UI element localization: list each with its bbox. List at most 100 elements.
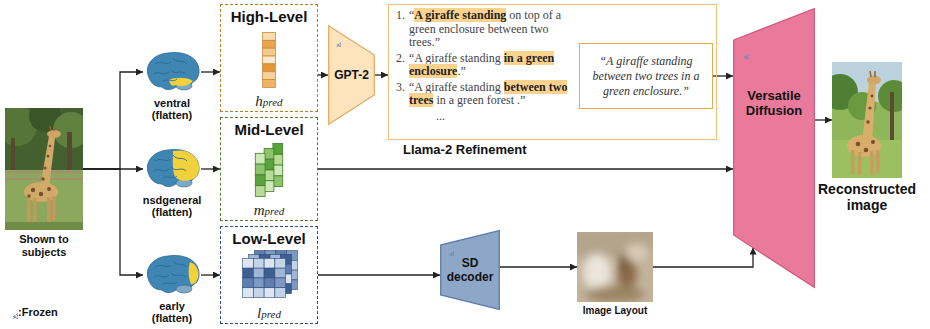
drawn-path <box>147 255 199 292</box>
drawn-circle <box>27 194 30 197</box>
drawn-rect <box>273 144 283 155</box>
drawn-rect <box>253 288 264 298</box>
level-title: Mid-Level <box>234 121 303 139</box>
connector-arrow <box>318 168 733 169</box>
drawn-ellipse <box>619 252 627 272</box>
frozen-module: SD decoder <box>440 230 500 310</box>
drawn-circle <box>43 166 46 169</box>
drawn-polygon <box>862 82 876 142</box>
drawn-circle <box>868 106 871 109</box>
drawn-circle <box>49 145 52 148</box>
drawn-rect <box>253 278 264 288</box>
drawn-use <box>450 252 454 257</box>
trapezoid-shape <box>733 8 815 288</box>
drawn-ellipse <box>583 254 611 290</box>
drawn-rect <box>858 152 862 175</box>
drawn-line <box>50 126 51 131</box>
drawn-rect <box>255 186 265 197</box>
list-number: 2. <box>396 52 409 79</box>
drawn-circle <box>856 142 861 147</box>
caption-list: 1.“A giraffe standing on top of a green … <box>396 9 576 125</box>
drawn-rect <box>263 32 276 40</box>
list-number: 1. <box>396 9 409 50</box>
drawn-path <box>169 78 193 86</box>
drawn-ellipse <box>47 130 61 138</box>
giraffe-picture <box>5 108 83 230</box>
frozen-icon <box>738 48 749 59</box>
drawn-rect <box>273 154 283 165</box>
connector-arrow <box>83 72 143 169</box>
drawn-rect <box>263 80 276 88</box>
caption-row: ... <box>396 110 576 124</box>
drawn-polygon <box>441 231 500 310</box>
drawn-rect <box>890 92 894 140</box>
drawn-rect <box>264 268 275 278</box>
image-caption: Reconstructed image <box>815 181 919 213</box>
brain-roi: early (flatten) <box>143 253 201 297</box>
drawn-rect <box>255 175 265 186</box>
drawn-rect <box>263 48 276 56</box>
connector-arrow <box>83 169 143 275</box>
drawn-line <box>53 126 55 131</box>
drawn-circle <box>47 187 51 191</box>
drawn-circle <box>41 177 45 181</box>
drawn-g <box>577 232 653 302</box>
drawn-rect <box>264 148 274 159</box>
drawn-rect <box>253 258 264 268</box>
drawn-circle <box>866 120 870 124</box>
connector-arrow <box>375 74 388 75</box>
caption-text: “A giraffe standing on top of a green en… <box>409 9 576 50</box>
drawn-ellipse <box>585 286 645 302</box>
drawn-path <box>147 149 199 186</box>
drawn-rect <box>243 288 254 298</box>
drawn-rect <box>243 278 254 288</box>
drawn-rect <box>264 258 275 268</box>
drawn-use <box>745 54 749 59</box>
frozen-icon <box>444 246 454 256</box>
image-caption: Image Layout <box>565 305 665 317</box>
drawn-line <box>870 71 871 77</box>
drawn-rect <box>263 72 276 80</box>
drawn-circle <box>31 188 35 192</box>
drawn-rect <box>870 151 874 175</box>
connector-arrow <box>201 274 220 275</box>
drawn-rect <box>52 196 56 221</box>
drawn-path <box>153 261 187 284</box>
drawn-path <box>147 52 199 89</box>
drawn-rect <box>275 258 286 268</box>
brain-map <box>143 50 201 94</box>
drawn-rect <box>243 268 254 278</box>
roi-label: early (flatten) <box>139 300 205 324</box>
connector-arrow <box>815 119 832 120</box>
drawn-rect <box>263 40 276 48</box>
drawn-circle <box>871 95 874 98</box>
connector-arrow <box>713 75 733 76</box>
drawn-rect <box>275 288 286 298</box>
drawn-rect <box>264 159 274 170</box>
drawn-rect <box>243 258 254 268</box>
level-box: High-Levelhpred <box>220 4 318 112</box>
level-title: High-Level <box>231 8 308 26</box>
legend-sample <box>6 307 18 319</box>
drawn-rect <box>263 64 276 72</box>
module-name: GPT-2 <box>330 68 374 82</box>
level-box: Low-Levellpred <box>220 226 318 324</box>
drawn-rect <box>275 278 286 288</box>
caption-row: 1.“A giraffe standing on top of a green … <box>396 9 576 50</box>
connector-arrow <box>653 248 753 268</box>
frozen-icon <box>331 37 341 47</box>
connector-arrow <box>318 74 328 75</box>
brain-map <box>143 253 201 297</box>
drawn-circle <box>871 140 875 144</box>
frozen-module: Versatile Diffusion <box>733 8 815 288</box>
drawn-ellipse <box>176 285 192 293</box>
drawn-rect <box>275 268 286 278</box>
recon-picture <box>832 62 902 178</box>
drawn-rect <box>263 56 276 64</box>
group-title: Llama-2 Refinement <box>403 142 527 157</box>
drawn-circle <box>39 192 43 196</box>
drawn-rect <box>255 164 265 175</box>
drawn-use <box>337 43 341 48</box>
frozen-module: GPT-2 <box>328 25 375 125</box>
connector-arrow <box>201 71 220 72</box>
